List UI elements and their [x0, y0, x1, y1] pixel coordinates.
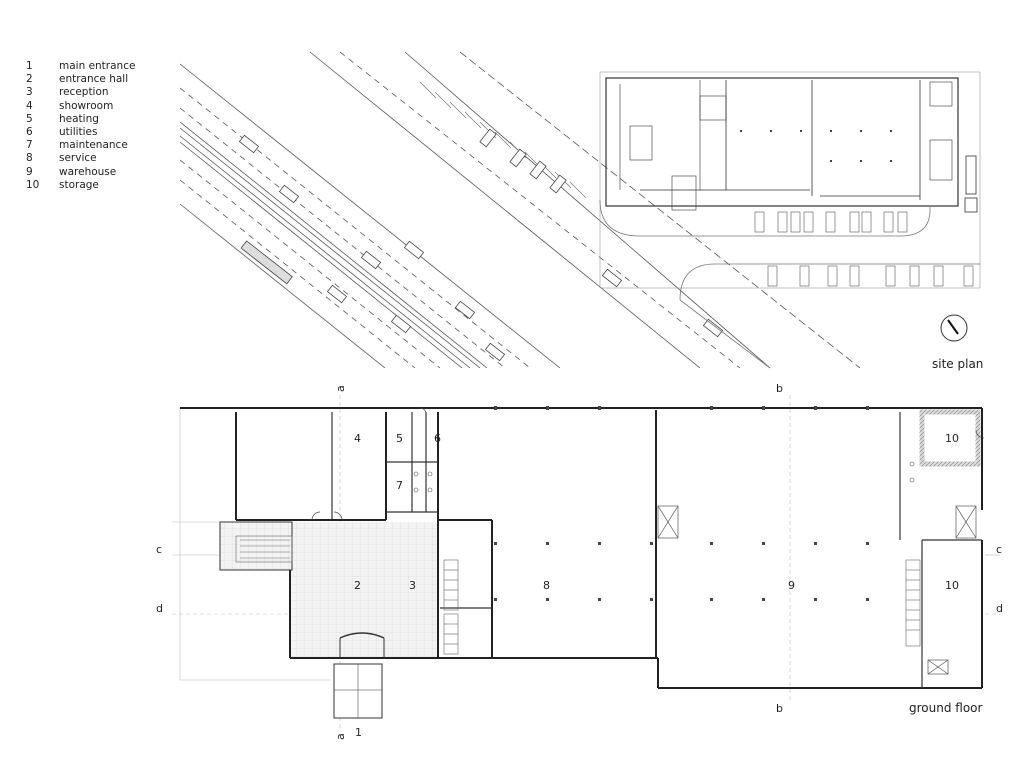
legend-label: storage: [59, 178, 99, 191]
room-label-2: 2: [354, 579, 361, 592]
site-plan: [179, 51, 861, 368]
road-edge: [404, 51, 771, 368]
room-label-9: 9: [788, 579, 795, 592]
ground-floor-title: ground floor: [909, 701, 983, 715]
legend-label: maintenance: [59, 139, 128, 152]
legend-number: 6: [26, 126, 33, 139]
room-label-7: 7: [396, 479, 403, 492]
legend-number: 8: [26, 152, 33, 165]
legend-label: entrance hall: [59, 73, 129, 86]
warehouse-staircase: [905, 559, 921, 647]
loading-docks: [657, 505, 977, 675]
sidewalk-line: [459, 51, 861, 368]
legend-label: showroom: [59, 99, 114, 112]
legend-number: 2: [26, 73, 33, 86]
room-label-10-lower: 10: [945, 579, 959, 592]
legend-item: 4 showroom: [26, 100, 135, 113]
room-label-8: 8: [543, 579, 550, 592]
site-building: [599, 71, 981, 369]
legend-label: service: [59, 152, 97, 165]
road-lane-line: [179, 87, 531, 368]
structural-columns: [494, 406, 869, 601]
road-lane-line: [179, 159, 441, 368]
section-marker-c-left: c: [156, 543, 162, 556]
driveway: [679, 263, 980, 301]
legend-label: main entrance: [59, 60, 136, 72]
tram-track: [179, 127, 481, 368]
room-label-3: 3: [409, 579, 416, 592]
service-staircase: [443, 559, 459, 655]
site-boundary: [599, 71, 981, 289]
entrance-canopy: [333, 632, 385, 719]
section-marker-c-right: c: [996, 543, 1002, 556]
legend-number: 7: [26, 139, 33, 152]
road-lane-line: [179, 107, 506, 368]
legend-number: 1: [26, 60, 33, 72]
section-markers: a a b b c c d d: [156, 382, 1003, 740]
legend-item: 8 service: [26, 152, 135, 165]
section-marker-a-bottom: a: [334, 733, 347, 740]
legend-label: warehouse: [59, 165, 117, 178]
ground-floor-plan: [172, 395, 1000, 730]
room-label-1: 1: [355, 726, 362, 739]
road-lane-line: [339, 51, 741, 368]
legend-item: 5 heating: [26, 113, 135, 126]
outer-walls: [180, 407, 983, 689]
section-marker-d-right: d: [996, 602, 1003, 615]
legend-item: 1 main entrance: [26, 60, 135, 73]
entrance-hall-floor: [291, 522, 437, 657]
storage-room-walls: [919, 409, 981, 467]
section-marker-b-bottom: b: [776, 702, 783, 715]
section-marker-d-left: d: [156, 602, 163, 615]
legend-item: 2 entrance hall: [26, 73, 135, 86]
legend: 1 main entrance 2 entrance hall 3 reception…: [26, 60, 135, 192]
road-edge: [309, 51, 701, 368]
legend-number: 10: [26, 178, 40, 191]
legend-item: 6 utilities: [26, 126, 135, 139]
toilet-fixtures: [413, 461, 915, 493]
legend-item: 9 warehouse: [26, 166, 135, 179]
road-lane-line: [179, 179, 416, 368]
staircase: [235, 535, 293, 563]
tram: [240, 240, 293, 285]
interior-walls: [331, 412, 982, 688]
section-marker-a-top: a: [334, 385, 347, 392]
grid-lines: [172, 395, 1000, 730]
doors: [311, 407, 985, 521]
legend-label: reception: [59, 86, 109, 99]
room-labels: 1 2 3 4 5 6 7 8 9 10 10: [354, 432, 959, 739]
cars: [238, 128, 724, 362]
legend-label: heating: [59, 112, 99, 125]
room-label-4: 4: [354, 432, 361, 445]
road-edge: [179, 63, 561, 368]
truck: [965, 155, 977, 195]
room-label-6: 6: [434, 432, 441, 445]
legend-number: 4: [26, 99, 33, 112]
legend-item: 10 storage: [26, 179, 135, 192]
legend-number: 3: [26, 86, 33, 99]
room-label-10-upper: 10: [945, 432, 959, 445]
tram-track: [179, 141, 463, 368]
road-edge: [179, 203, 386, 368]
driveway: [599, 199, 931, 237]
room-label-5: 5: [396, 432, 403, 445]
legend-item: 3 reception: [26, 86, 135, 99]
section-marker-b-top: b: [776, 382, 783, 395]
site-plan-title: site plan: [932, 357, 983, 371]
tram-track: [179, 121, 488, 368]
building-footprint: [605, 77, 959, 207]
legend-label: utilities: [59, 126, 98, 139]
north-arrow-icon: [940, 314, 968, 342]
legend-item: 7 maintenance: [26, 139, 135, 152]
legend-number: 5: [26, 112, 33, 125]
legend-number: 9: [26, 165, 33, 178]
parking-bays: [754, 211, 974, 287]
tram-track: [179, 135, 471, 368]
